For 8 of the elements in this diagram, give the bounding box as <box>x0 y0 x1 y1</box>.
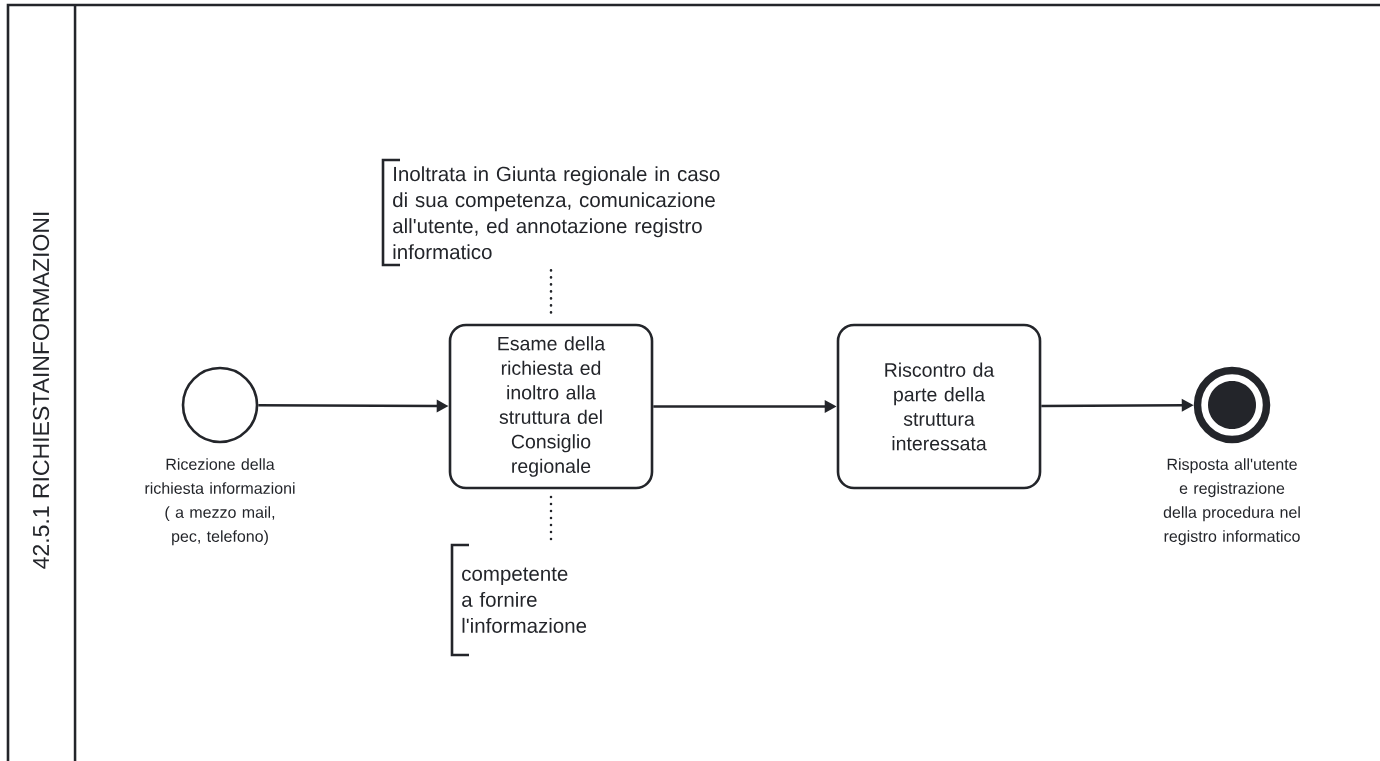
task-box: Riscontro da parte della struttura interessata <box>836 323 1042 490</box>
text-annotation: competente a fornire l'informazione <box>450 543 587 657</box>
event-label: Ricezione della richiesta informazioni ( a mezzo mail, pec, telefono) <box>145 458 295 546</box>
task-box: Esame della richiesta ed inoltro alla struttura del Consiglio regionale <box>448 323 654 490</box>
start-event-circle <box>181 366 259 444</box>
end-event-circle <box>1193 366 1271 444</box>
text-annotation: Inoltrata in Giunta regionale in caso di sua competenza, comunicazione all'utente, ed annotazione registro informatico <box>381 158 720 267</box>
event-label: Risposta all'utente e registrazione della procedura nel registro informatico <box>1163 458 1300 546</box>
